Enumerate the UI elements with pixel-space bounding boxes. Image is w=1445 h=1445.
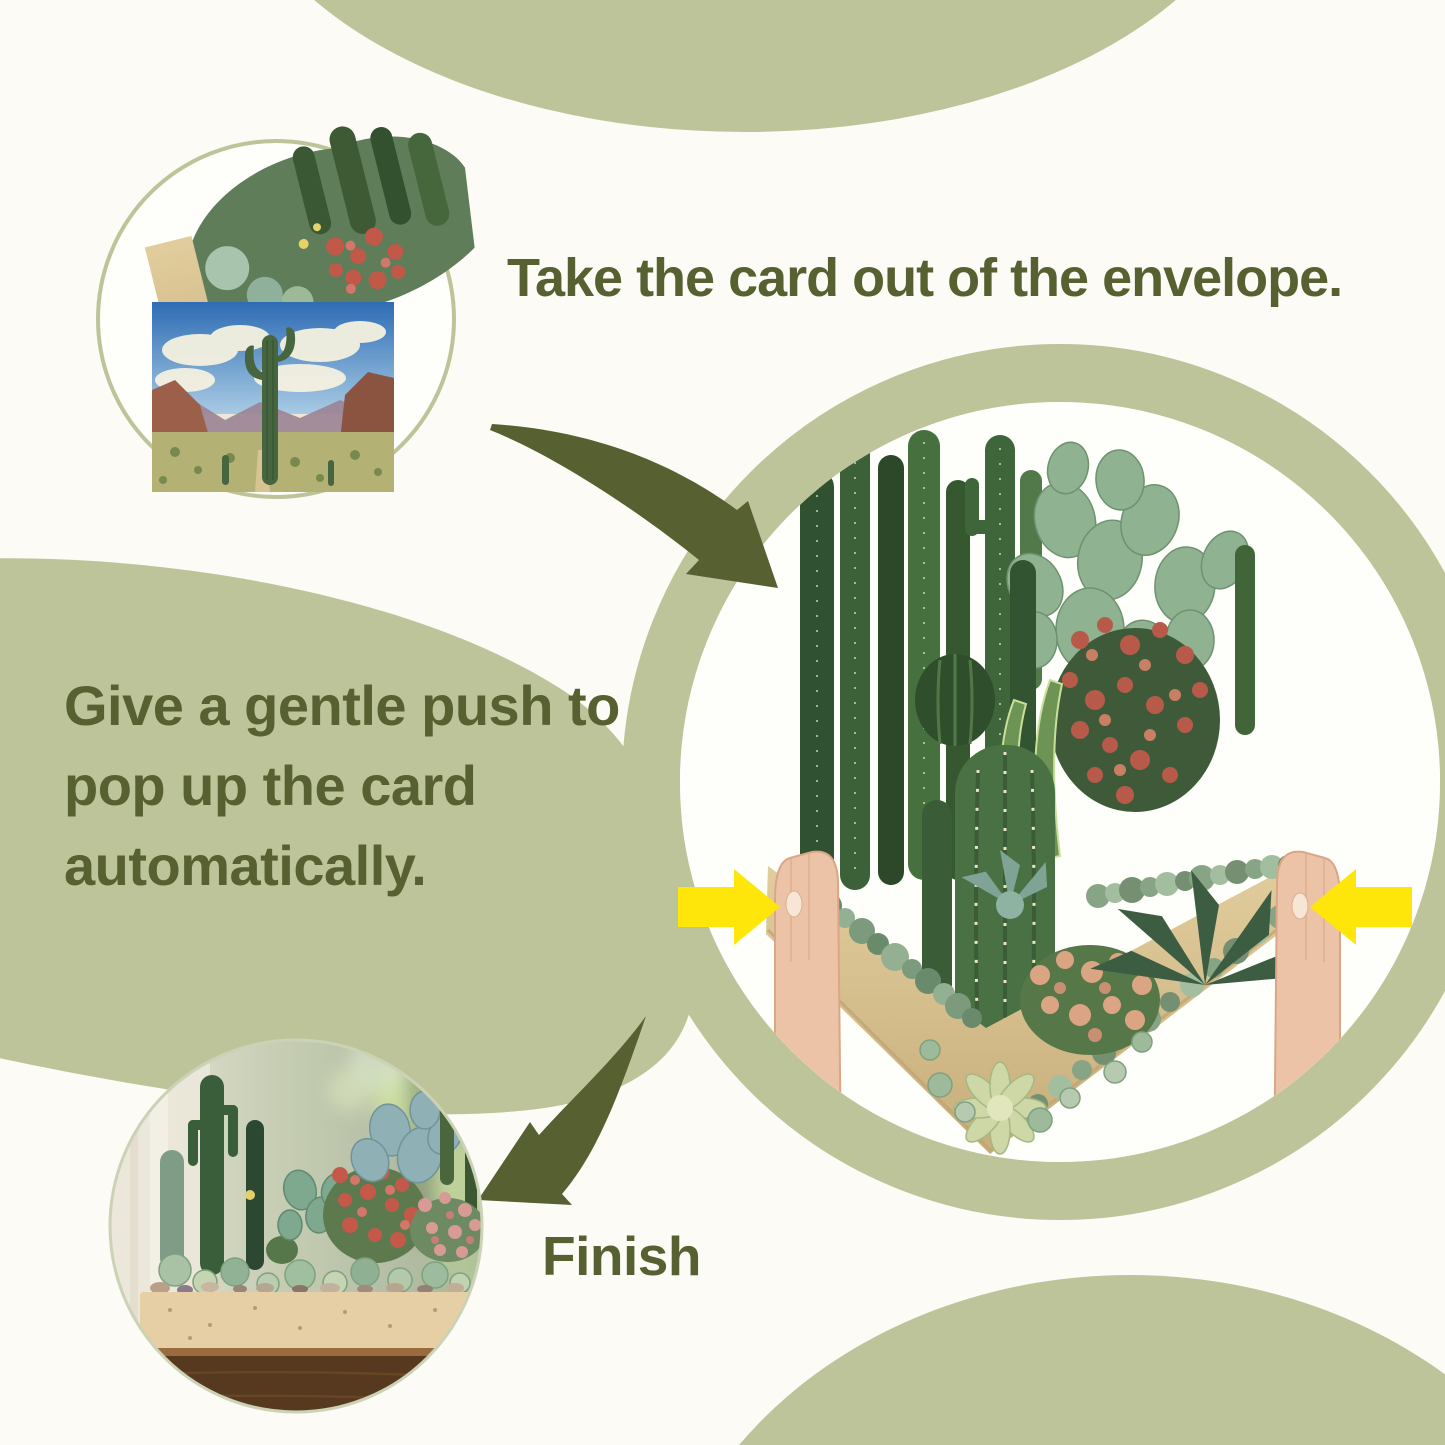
step2-caption: Give a gentle push to pop up the card au…	[64, 666, 620, 906]
desert-scrub	[159, 447, 382, 484]
left-blob	[0, 558, 696, 1115]
pebbles	[150, 1282, 464, 1295]
step2-caption-line1: Give a gentle push to	[64, 674, 620, 737]
step2-circle-ring	[622, 344, 1445, 1220]
step2-caption-line3: automatically.	[64, 834, 427, 897]
saguaro-cactus	[222, 327, 334, 486]
bottom-right-blob	[739, 1275, 1445, 1445]
envelope-photo	[152, 302, 394, 492]
small-rosettes	[919, 1031, 1153, 1133]
step2-popup-card-photo	[766, 420, 1341, 1162]
step3-photo-circle	[108, 1038, 484, 1414]
clouds	[155, 321, 386, 392]
step2-photo-circle	[622, 344, 1445, 1220]
red-cholla	[1050, 617, 1220, 812]
finished-card-cacti	[160, 1075, 482, 1275]
yellow-push-arrow-left-icon	[1310, 869, 1412, 945]
step1-caption: Take the card out of the envelope.	[507, 248, 1343, 308]
step1-photo-circle	[96, 126, 475, 499]
step3-finished-card-photo	[110, 1040, 482, 1412]
finished-card-base	[140, 1253, 480, 1348]
thin-cactus	[1235, 545, 1255, 735]
curved-arrow-down-left-icon	[478, 1016, 646, 1205]
barrel-cactus	[915, 654, 995, 746]
curved-arrow-down-right-icon	[490, 424, 778, 588]
yellow-push-arrow-right-icon	[678, 869, 780, 945]
step3-caption: Finish	[542, 1225, 701, 1287]
step2-caption-line2: pop up the card	[64, 754, 477, 817]
blue-agave-rosette	[961, 850, 1048, 919]
top-blob	[314, 0, 1176, 132]
